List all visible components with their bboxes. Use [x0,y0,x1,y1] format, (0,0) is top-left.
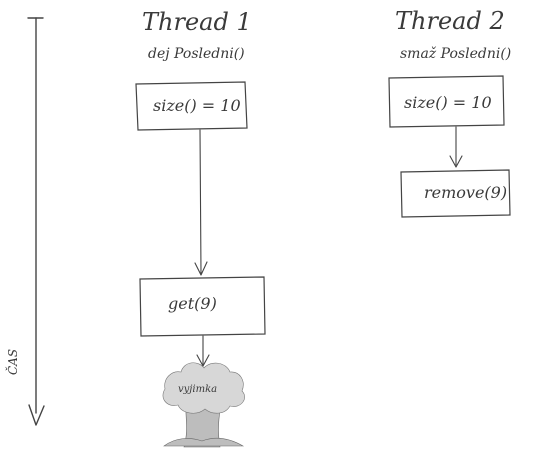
thread1-size-text: size() = 10 [153,96,241,115]
thread2-size-box [388,75,505,128]
time-axis: ČAS [4,17,45,426]
thread1-get-text: get(9) [168,294,217,313]
thread1-size-box [135,81,248,131]
thread2-subtitle: smaž Posledni() [400,45,511,62]
thread1-arrow1-head [194,261,208,276]
thread1-arrow1-line [199,129,202,275]
thread2-remove-box [400,169,511,218]
thread2-column: Thread 2 smaž Posledni() size() = 10 rem… [388,7,511,218]
thread1-subtitle: dej Posledni() [148,46,245,62]
explosion-base [163,437,245,447]
explosion-label: vyjimka [178,384,217,395]
thread1-title: Thread 1 [142,8,252,36]
thread2-arrow-head [449,155,463,168]
time-axis-label: ČAS [4,349,20,375]
thread2-remove-text: remove(9) [424,183,507,202]
thread2-title: Thread 2 [395,7,505,35]
thread1-arrow2-head [196,354,210,367]
thread1-column: Thread 1 dej Posledni() size() = 10 get(… [135,8,266,448]
thread2-size-text: size() = 10 [404,93,492,112]
time-axis-arrowhead [28,404,45,426]
explosion-cloud: vyjimka [162,362,245,448]
explosion-cap [162,362,245,414]
thread1-get-box [139,276,266,337]
